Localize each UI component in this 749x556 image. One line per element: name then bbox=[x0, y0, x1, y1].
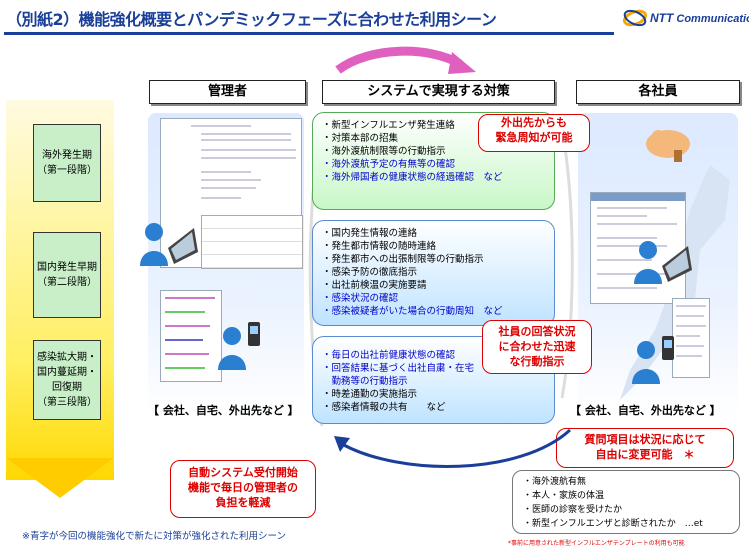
phase2-measures-list: ・国内発生情報の連絡 ・発生都市情報の随時連絡 ・発生都市への出張制限等の行動指… bbox=[322, 228, 552, 328]
page-title: （別紙2）機能強化概要とパンデミックフェーズに合わせた利用シーン bbox=[6, 10, 497, 29]
phase2-item-7: ・感染被疑者がいた場合の行動周知 など bbox=[322, 306, 503, 317]
phase-3-stage: （第三段階） bbox=[37, 397, 97, 408]
callout-auto-line-3: 負担を軽減 bbox=[215, 496, 271, 509]
footnote-template: *事前に用意された新型インフルエンザテンプレートの利用も可能 bbox=[508, 540, 685, 547]
callout-rapid-line-1: 社員の回答状況 bbox=[498, 325, 576, 338]
phase-box-1: 海外発生期 （第一段階） bbox=[33, 124, 101, 202]
callout-auto-line-1: 自動システム受付開始 bbox=[188, 466, 298, 479]
phase2-measures-box bbox=[312, 220, 555, 326]
phase1-item-5: ・海外帰国者の健康状態の経過確認 など bbox=[322, 172, 503, 183]
question-item-4: ・新型インフルエンザと診断されたか …et bbox=[523, 519, 703, 529]
phase2-item-2: ・発生都市情報の随時連絡 bbox=[322, 241, 437, 252]
ntt-logo: NTT Communications bbox=[622, 6, 749, 30]
ntt-orbit-logo-icon bbox=[622, 9, 648, 27]
callout-flexible-line-1: 質問項目は状況に応じて bbox=[584, 433, 706, 446]
phase-box-2: 国内発生早期 （第二段階） bbox=[33, 232, 101, 318]
header-employees: 各社員 bbox=[576, 80, 740, 104]
phase2-item-4: ・感染予防の徹底指示 bbox=[322, 267, 418, 278]
phase2-item-1: ・国内発生情報の連絡 bbox=[322, 228, 418, 239]
employee-phone-person-icon bbox=[632, 336, 674, 384]
phase3-item-1: ・毎日の出社前健康状態の確認 bbox=[322, 350, 456, 361]
phase3-item-4: ・時差通勤の実施指示 bbox=[322, 389, 418, 400]
employee-mobile-mock bbox=[672, 298, 710, 378]
callout-flexible-questions: 質問項目は状況に応じて自由に変更可能 ＊ bbox=[556, 428, 734, 468]
mobile-screen-mock bbox=[160, 290, 222, 382]
timeline-arrow-icon bbox=[6, 458, 114, 498]
employee-laptop-person-icon bbox=[634, 241, 692, 284]
employee-screen-mock bbox=[590, 192, 686, 304]
phase1-item-1: ・新型インフルエンザ発生連絡 bbox=[322, 120, 455, 131]
phase-2-name: 国内発生早期 bbox=[37, 262, 97, 273]
callout-flexible-line-2: 自由に変更可能 ＊ bbox=[595, 448, 695, 461]
cycle-arrow-top-icon bbox=[335, 46, 476, 74]
cycle-arrow-bottom-icon bbox=[334, 428, 572, 468]
phase3-item-2: ・回答結果に基づく出社自粛・在宅 bbox=[322, 363, 475, 374]
logo-text: NTT Communications bbox=[650, 11, 749, 25]
phase2-item-5: ・出社前検温の実施要請 bbox=[322, 280, 427, 291]
question-items-box: ・海外渡航有無 ・本人・家族の体温 ・医師の診察を受けたか ・新型インフルエンザ… bbox=[512, 470, 740, 534]
question-item-2: ・本人・家族の体温 bbox=[523, 491, 605, 501]
question-item-1: ・海外渡航有無 bbox=[523, 477, 587, 487]
title-underline bbox=[4, 32, 614, 35]
header-admin: 管理者 bbox=[149, 80, 306, 104]
admin-phone-person-icon bbox=[218, 322, 260, 370]
callout-emergency: 外出先からも緊急周知が可能 bbox=[478, 114, 590, 152]
phase3-item-3: 勤務等の行動指示 bbox=[322, 376, 408, 387]
phase-3-name-c: 回復期 bbox=[52, 382, 82, 393]
admin-laptop-person-icon bbox=[140, 223, 198, 266]
phase-2-stage: （第二段階） bbox=[37, 277, 97, 288]
callout-auto-line-2: 機能で毎日の管理者の bbox=[188, 481, 298, 494]
phase1-item-4: ・海外渡航予定の有無等の確認 bbox=[322, 159, 456, 170]
callout-rapid-instruction: 社員の回答状況に合わせた迅速な行動指示 bbox=[482, 320, 592, 374]
phase3-measures-list: ・毎日の出社前健康状態の確認 ・回答結果に基づく出社自粛・在宅 勤務等の行動指示… bbox=[322, 350, 552, 422]
callout-auto-reception: 自動システム受付開始機能で毎日の管理者の負担を軽減 bbox=[170, 460, 316, 518]
callout-rapid-line-3: な行動指示 bbox=[509, 355, 565, 368]
header-system: システムで実現する対策 bbox=[322, 80, 555, 104]
admin-screen-mock bbox=[160, 118, 303, 269]
question-item-3: ・医師の診察を受けたか bbox=[523, 505, 623, 515]
phase1-item-3: ・海外渡航制限等の行動指示 bbox=[322, 146, 446, 157]
phase-3-name-a: 感染拡大期・ bbox=[37, 352, 97, 363]
traveler-character-icon bbox=[646, 130, 690, 162]
callout-emergency-line-1: 外出先からも bbox=[501, 116, 567, 129]
footnote-main: ※青字が今回の機能強化で新たに対策が強化された利用シーン bbox=[22, 531, 286, 542]
callout-rapid-line-2: に合わせた迅速 bbox=[498, 340, 576, 353]
phase2-item-6: ・感染状況の確認 bbox=[322, 293, 399, 304]
phase2-item-3: ・発生都市への出張制限等の行動指示 bbox=[322, 254, 484, 265]
phase-3-name-b: 国内蔓延期・ bbox=[37, 367, 97, 378]
phase-1-stage: （第一段階） bbox=[37, 165, 97, 176]
phase1-measures-list: ・新型インフルエンザ発生連絡 ・対策本部の招集 ・海外渡航制限等の行動指示 ・海… bbox=[322, 120, 552, 210]
phase-1-name: 海外発生期 bbox=[42, 150, 92, 161]
phase-box-3: 感染拡大期・国内蔓延期・回復期 （第三段階） bbox=[33, 340, 101, 420]
callout-emergency-line-2: 緊急周知が可能 bbox=[495, 131, 573, 144]
phase3-item-5: ・感染者情報の共有 など bbox=[322, 402, 446, 413]
employee-locations: 【 会社、自宅、外出先など 】 bbox=[570, 404, 721, 417]
admin-locations: 【 会社、自宅、外出先など 】 bbox=[148, 404, 299, 417]
phase1-item-2: ・対策本部の招集 bbox=[322, 133, 399, 144]
